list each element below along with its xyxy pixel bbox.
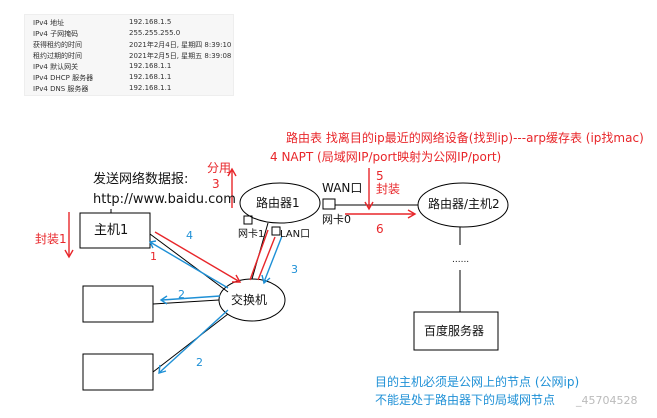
send-packet-label: 发送网络数据报: bbox=[93, 172, 189, 187]
link-host3-switch bbox=[152, 313, 229, 373]
ipv4-row: IPv4 子网掩码 255.255.255.0 bbox=[33, 29, 180, 39]
arrow-switch-host1-head bbox=[148, 240, 157, 249]
link-host1-switch bbox=[149, 233, 229, 293]
ipv4-row-value: 2021年2月4日, 星期四 8:39:10 bbox=[129, 41, 232, 49]
ipv4-row: 租约过期的时间 2021年2月5日, 星期五 8:39:08 bbox=[33, 51, 231, 61]
arrow-switch-host2 bbox=[161, 295, 221, 301]
ipv4-row-label: IPv4 默认网关 bbox=[33, 63, 79, 71]
ipv4-row: IPv4 默认网关 192.168.1.1 bbox=[33, 62, 171, 72]
ipv4-row-value: 255.255.255.0 bbox=[129, 29, 181, 37]
ipv4-row-value: 192.168.1.5 bbox=[129, 18, 172, 26]
note-public-ip: 目的主机必须是公网上的节点 (公网ip) bbox=[375, 375, 580, 389]
arrow-switch-host1 bbox=[149, 241, 229, 289]
ipv4-row-label: 租约过期的时间 bbox=[33, 52, 82, 60]
ipv4-row-label: IPv4 子网掩码 bbox=[33, 30, 79, 38]
ipv4-row: IPv4 地址 192.168.1.5 bbox=[33, 18, 171, 28]
router1-label: 路由器1 bbox=[256, 196, 300, 210]
step-1-label: 1 bbox=[150, 250, 157, 263]
watermark: _45704528 bbox=[576, 394, 638, 407]
dots-label: ...... bbox=[452, 255, 470, 265]
host1-label: 主机1 bbox=[94, 223, 129, 238]
arrow-fenyong-head bbox=[227, 167, 237, 177]
baidu-server-box bbox=[413, 311, 499, 351]
ipv4-row-value: 192.168.1.1 bbox=[129, 84, 172, 92]
ipv4-row-label: IPv4 地址 bbox=[33, 19, 65, 27]
arrow-switch-router bbox=[249, 229, 269, 281]
ipv4-row-value: 2021年2月5日, 星期五 8:39:08 bbox=[129, 52, 232, 60]
lan-port bbox=[271, 226, 281, 236]
ipv4-row: 获得租约的时间 2021年2月4日, 星期四 8:39:10 bbox=[33, 40, 231, 50]
url-label: http://www.baidu.com bbox=[93, 192, 236, 207]
wangka0-label: 网卡0 bbox=[322, 213, 351, 226]
arrow-host1-switch bbox=[154, 231, 241, 283]
arrow-router-switch-blue-head bbox=[261, 274, 271, 285]
arrow-switch-host2-head bbox=[159, 295, 168, 305]
step-5-label: 5 bbox=[376, 169, 384, 183]
host-box-2 bbox=[82, 285, 154, 323]
wan-port bbox=[322, 198, 336, 210]
wangka1-port bbox=[243, 215, 253, 225]
arrow-switch-host3 bbox=[159, 309, 229, 373]
wangka1-label: 网卡1 bbox=[238, 229, 265, 240]
step-2b-label: 2 bbox=[196, 356, 203, 369]
arrow-feng1-head bbox=[64, 249, 74, 259]
lan-label: LAN口 bbox=[280, 229, 311, 240]
step-3-label: 3 bbox=[212, 177, 220, 191]
step-2-label: 2 bbox=[178, 288, 185, 301]
ipv4-info-panel: IPv4 地址 192.168.1.5 IPv4 子网掩码 255.255.255.… bbox=[24, 14, 234, 96]
host1-box bbox=[79, 212, 151, 249]
feng1-label: 封装1 bbox=[35, 232, 67, 246]
route-table-label: 路由表 找离目的ip最近的网络设备(找到ip)---arp缓存表 (ip找mac… bbox=[286, 131, 644, 145]
link-host2-switch bbox=[152, 299, 220, 305]
ipv4-row-value: 192.168.1.1 bbox=[129, 73, 172, 81]
ipv4-row-label: 获得租约的时间 bbox=[33, 41, 82, 49]
ipv4-row-value: 192.168.1.1 bbox=[129, 62, 172, 70]
baidu-server-label: 百度服务器 bbox=[424, 324, 485, 338]
napt-label: 4 NAPT (局域网IP/port映射为公网IP/port) bbox=[270, 150, 502, 164]
arrow-router-switch-blue bbox=[263, 235, 283, 283]
step-4-label: 4 bbox=[186, 229, 193, 242]
arrow-router-switch-red bbox=[257, 236, 276, 281]
host-box-3 bbox=[82, 353, 154, 391]
wan-label: WAN口 bbox=[322, 181, 363, 195]
fengzhuang-label: 封装 bbox=[376, 182, 401, 196]
ipv4-row: IPv4 DNS 服务器 192.168.1.1 bbox=[33, 84, 171, 94]
fenyong-label: 分用 bbox=[207, 161, 232, 175]
ipv4-row: IPv4 DHCP 服务器 192.168.1.1 bbox=[33, 73, 171, 83]
arrow-6-head bbox=[407, 209, 417, 219]
note-not-lan: 不能是处于路由器下的局域网节点 bbox=[375, 393, 556, 407]
router1-ellipse bbox=[239, 182, 321, 224]
router2-label: 路由器/主机2 bbox=[428, 197, 500, 211]
ipv4-row-label: IPv4 DNS 服务器 bbox=[33, 85, 89, 93]
arrow-switch-host3-head bbox=[158, 364, 167, 374]
step-6-label: 6 bbox=[376, 222, 384, 236]
ipv4-row-label: IPv4 DHCP 服务器 bbox=[33, 74, 94, 82]
switch-label: 交换机 bbox=[231, 293, 268, 307]
arrow-fengzhuang-head bbox=[364, 201, 374, 211]
arrow-host1-switch-head bbox=[232, 274, 242, 283]
step-3b-label: 3 bbox=[291, 263, 298, 276]
